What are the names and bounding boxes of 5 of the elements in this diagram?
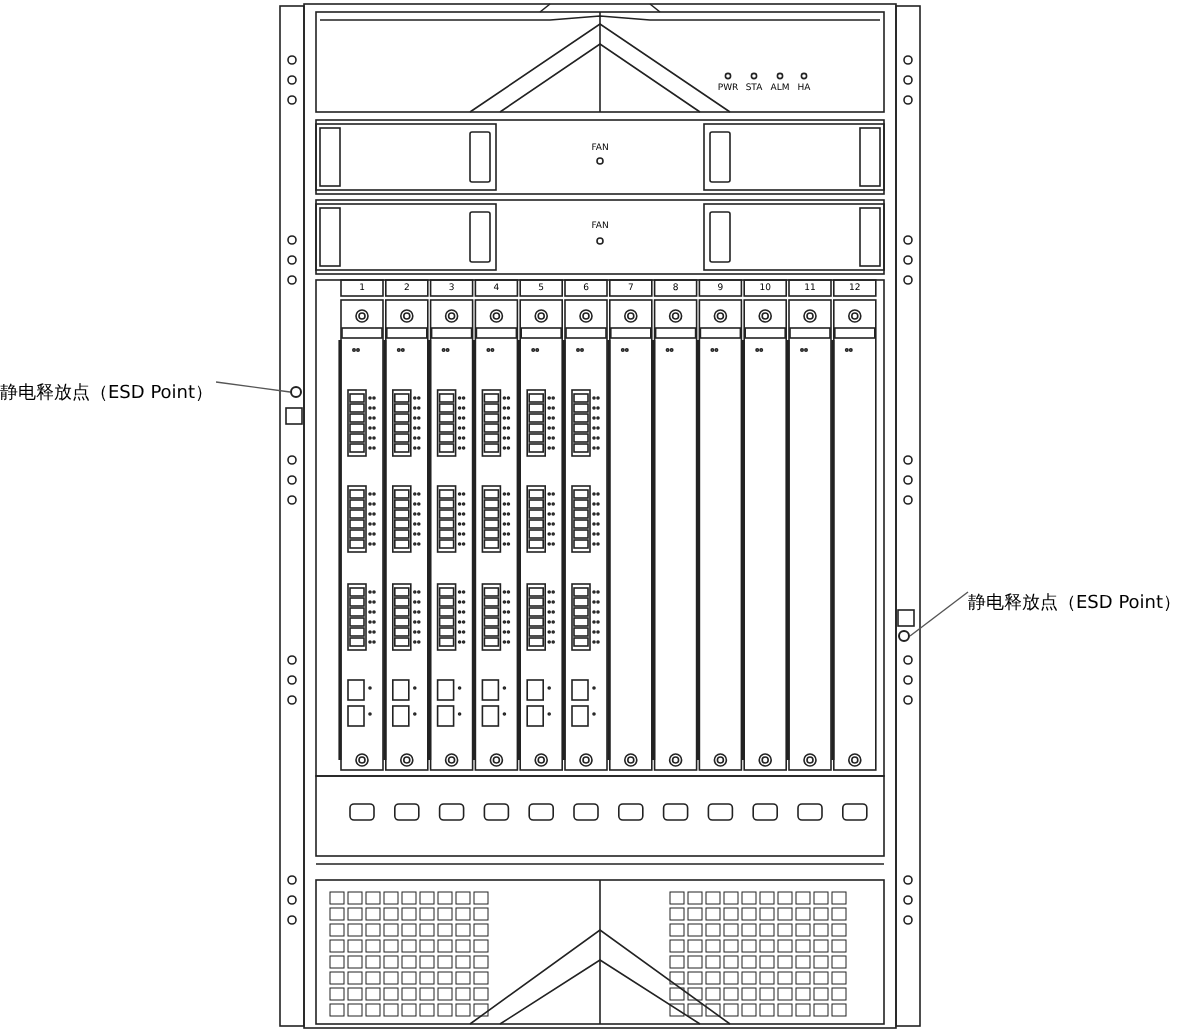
esd-point-marker bbox=[898, 630, 910, 642]
leader-line bbox=[215, 381, 291, 393]
esd-point-marker bbox=[290, 386, 302, 398]
callout-text: 静电释放点（ESD Point） bbox=[0, 384, 214, 404]
callout-text: 静电释放点（ESD Point） bbox=[968, 594, 1182, 614]
